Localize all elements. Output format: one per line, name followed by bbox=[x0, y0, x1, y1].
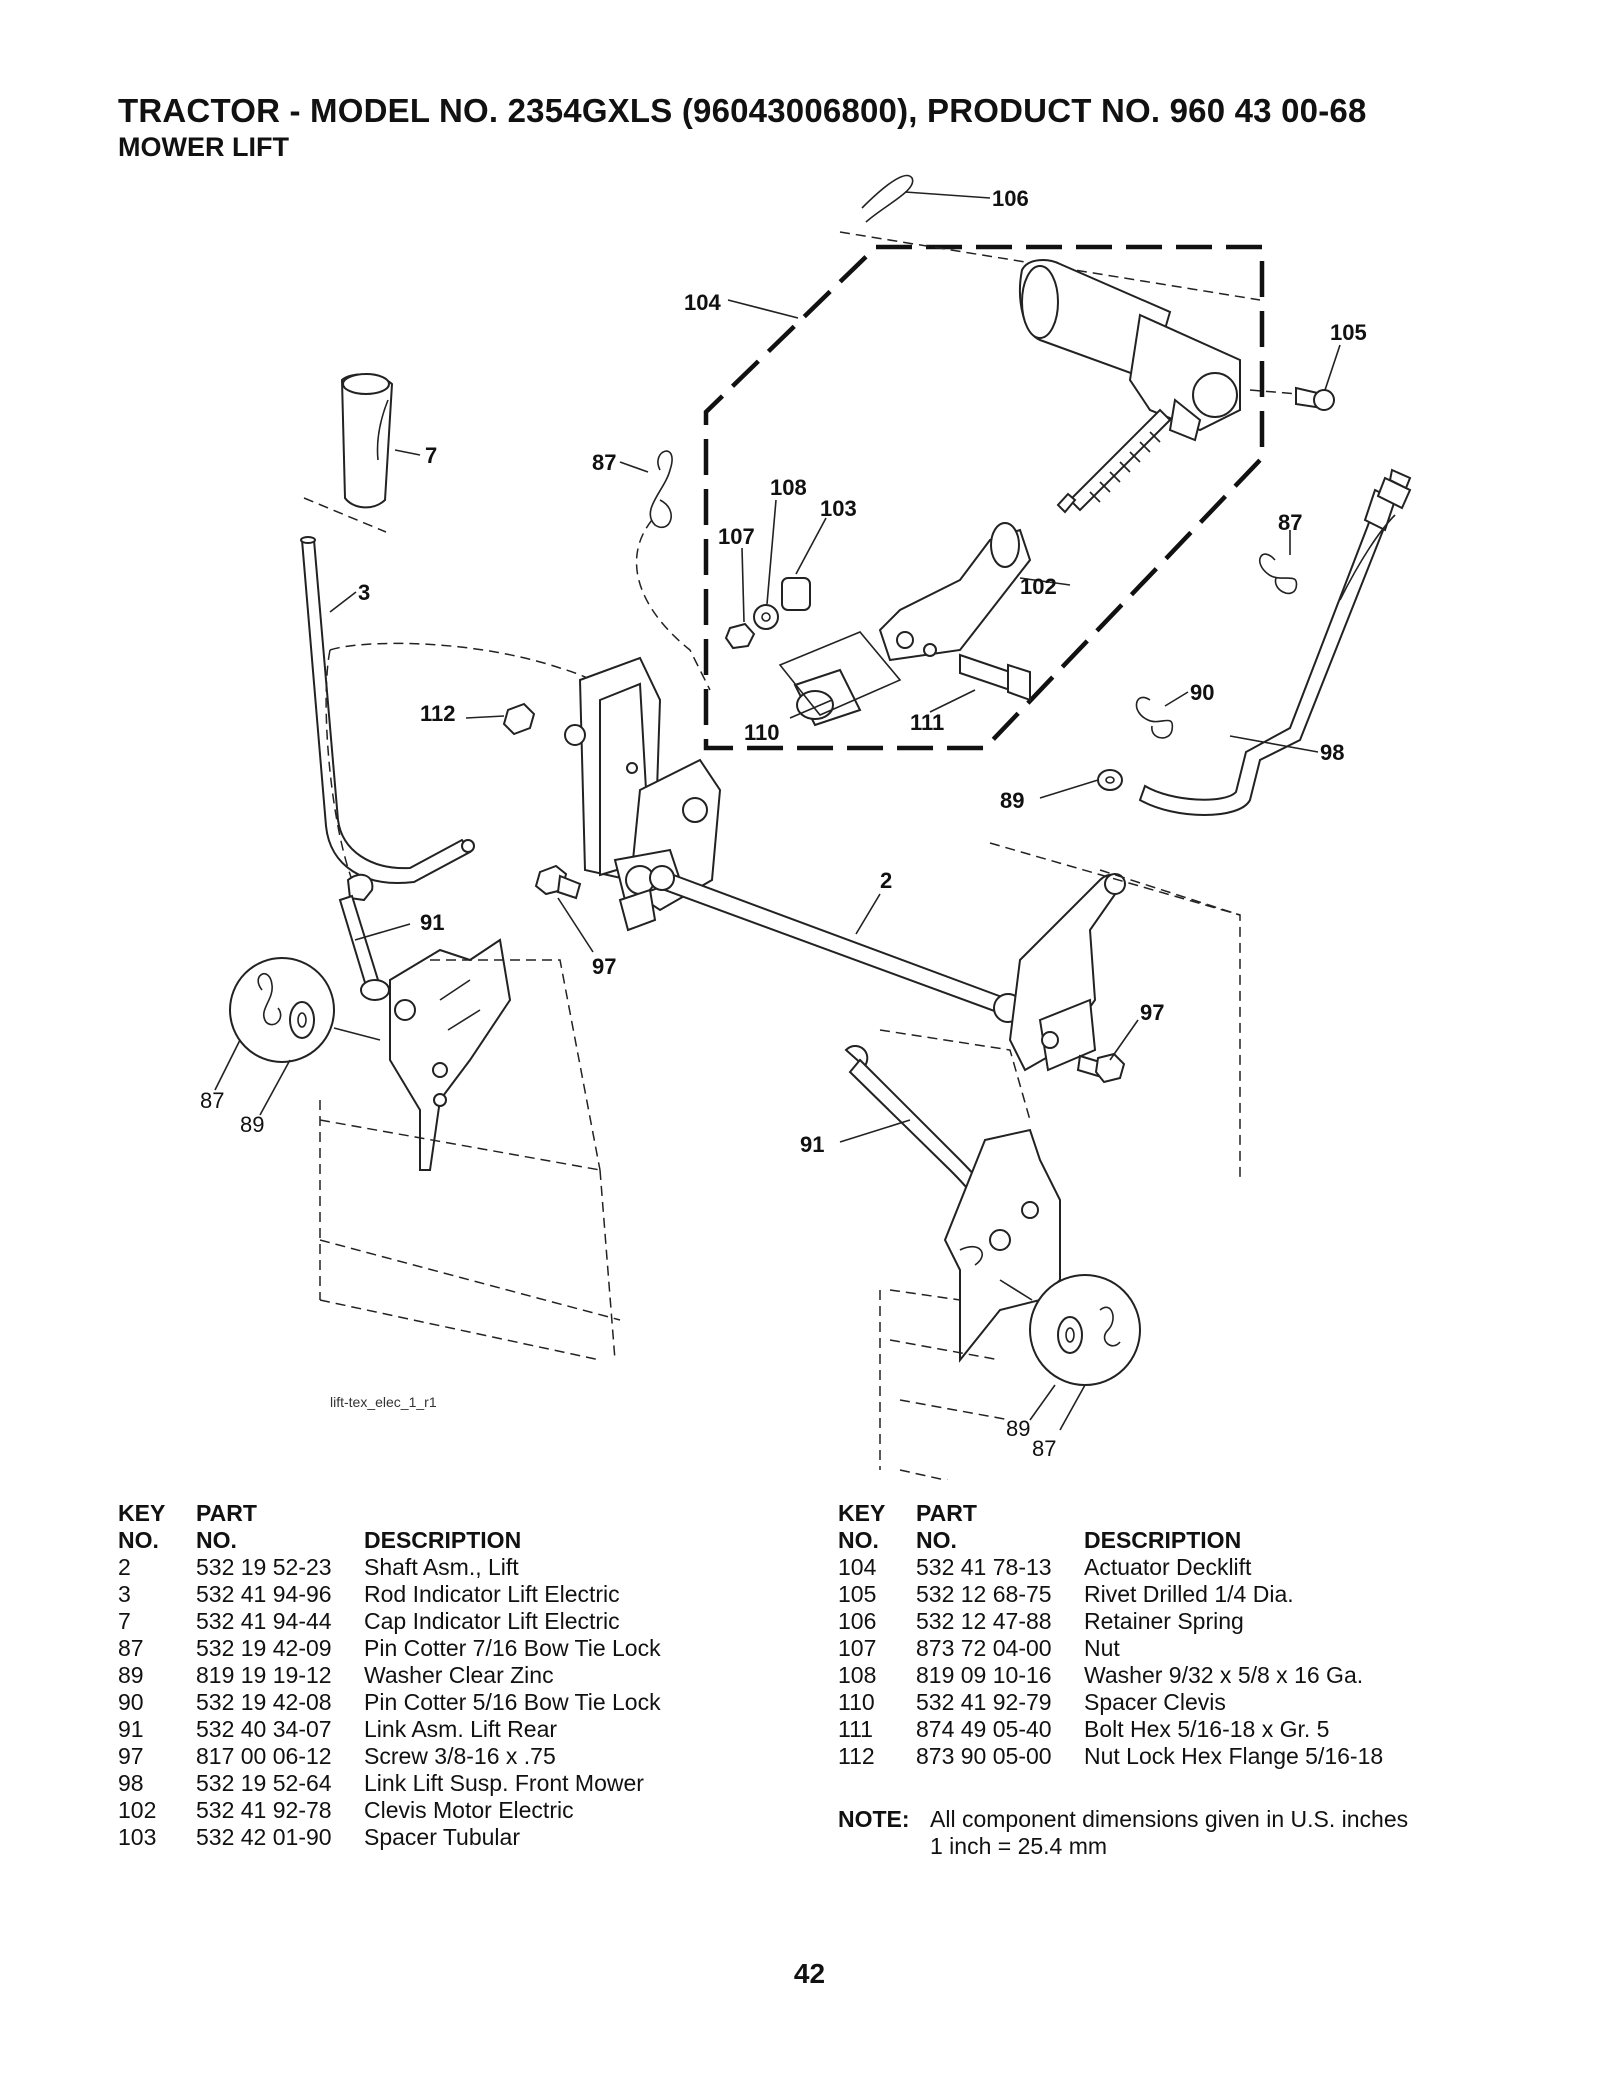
callout-89-detail-right: 89 bbox=[1006, 1416, 1030, 1441]
callout-87-detail-left: 87 bbox=[200, 1088, 224, 1113]
washer-89-right bbox=[1097, 769, 1123, 791]
header-part-no: NO. bbox=[196, 1527, 237, 1553]
callout-98: 98 bbox=[1320, 740, 1344, 765]
header-key: KEY bbox=[118, 1500, 166, 1526]
detail-circle-left bbox=[214, 957, 381, 1116]
callout-89-detail-left: 89 bbox=[240, 1112, 264, 1137]
header-key: KEY bbox=[838, 1500, 886, 1526]
screw-97-left bbox=[534, 864, 582, 900]
dimension-note: NOTE: All component dimensions given in U… bbox=[838, 1806, 1408, 1860]
pin-cotter-87-right bbox=[1258, 553, 1298, 595]
callout-97-right: 97 bbox=[1140, 1000, 1164, 1025]
note-line-1: All component dimensions given in U.S. i… bbox=[930, 1806, 1409, 1832]
pin-cotter-90 bbox=[1135, 696, 1174, 739]
header-key-no: NO. bbox=[118, 1527, 159, 1553]
callout-112: 112 bbox=[420, 701, 456, 726]
page-number: 42 bbox=[793, 1958, 826, 1989]
detail-circle-right bbox=[999, 1274, 1141, 1431]
cap-indicator-7 bbox=[340, 373, 394, 509]
note-line-2: 1 inch = 25.4 mm bbox=[930, 1833, 1108, 1859]
header-description: DESCRIPTION bbox=[1084, 1527, 1242, 1553]
callout-110: 110 bbox=[744, 720, 780, 745]
callout-111: 111 bbox=[910, 710, 944, 735]
lift-shaft-2 bbox=[649, 842, 1241, 1180]
screw-97-right bbox=[1076, 1052, 1126, 1084]
callout-97-left: 97 bbox=[592, 954, 616, 979]
page-title: TRACTOR - MODEL NO. 2354GXLS (9604300680… bbox=[118, 92, 1367, 129]
callout-106: 106 bbox=[992, 186, 1029, 211]
header-part-no: NO. bbox=[916, 1527, 957, 1553]
callout-91-right: 91 bbox=[800, 1132, 824, 1157]
actuator-motor-104 bbox=[1019, 259, 1241, 514]
header-part: PART bbox=[916, 1500, 977, 1526]
clevis-102 bbox=[878, 522, 1032, 662]
callout-87-detail-right: 87 bbox=[1032, 1436, 1056, 1461]
callout-104: 104 bbox=[684, 290, 721, 315]
spacer-clevis-110 bbox=[778, 631, 902, 727]
cap-guide-line bbox=[303, 497, 387, 533]
diagram-file-name: lift-tex_elec_1_r1 bbox=[330, 1394, 437, 1410]
callout-87-right: 87 bbox=[1278, 510, 1302, 535]
rivet-105 bbox=[1249, 386, 1335, 411]
deck-outline-left bbox=[319, 959, 621, 1361]
callout-3: 3 bbox=[358, 580, 370, 605]
pin-cotter-87-upper bbox=[635, 450, 711, 691]
nut-107 bbox=[724, 622, 756, 650]
deck-outline-right bbox=[879, 1029, 1031, 1480]
callout-105: 105 bbox=[1330, 320, 1367, 345]
washer-108 bbox=[753, 604, 779, 630]
header-part: PART bbox=[196, 1500, 257, 1526]
bolt-111 bbox=[959, 653, 1031, 702]
link-rear-91-left bbox=[338, 873, 390, 1001]
callout-102: 102 bbox=[1020, 574, 1057, 599]
link-front-98 bbox=[1138, 468, 1412, 816]
mower-lift-diagram: 106 104 105 7 87 108 103 107 102 87 3 90… bbox=[200, 174, 1412, 1480]
section-subtitle: MOWER LIFT bbox=[118, 132, 289, 162]
header-key-no: NO. bbox=[838, 1527, 879, 1553]
callout-89-front: 89 bbox=[1000, 788, 1024, 813]
header-description: DESCRIPTION bbox=[364, 1527, 522, 1553]
note-label: NOTE: bbox=[838, 1806, 910, 1832]
spacer-tubular-103 bbox=[781, 577, 811, 611]
callout-108: 108 bbox=[770, 475, 807, 500]
rear-bracket-right bbox=[943, 1128, 1061, 1363]
rear-bracket-left bbox=[389, 938, 512, 1171]
callout-2: 2 bbox=[880, 868, 892, 893]
callout-103: 103 bbox=[820, 496, 857, 521]
callout-7: 7 bbox=[425, 443, 437, 468]
nut-lock-112 bbox=[502, 702, 536, 736]
callout-107: 107 bbox=[718, 524, 755, 549]
actuator-enclosure bbox=[703, 244, 1265, 751]
rod-indicator-3 bbox=[300, 536, 641, 884]
callout-91-left: 91 bbox=[420, 910, 444, 935]
callout-87-upper: 87 bbox=[592, 450, 616, 475]
callout-90: 90 bbox=[1190, 680, 1214, 705]
